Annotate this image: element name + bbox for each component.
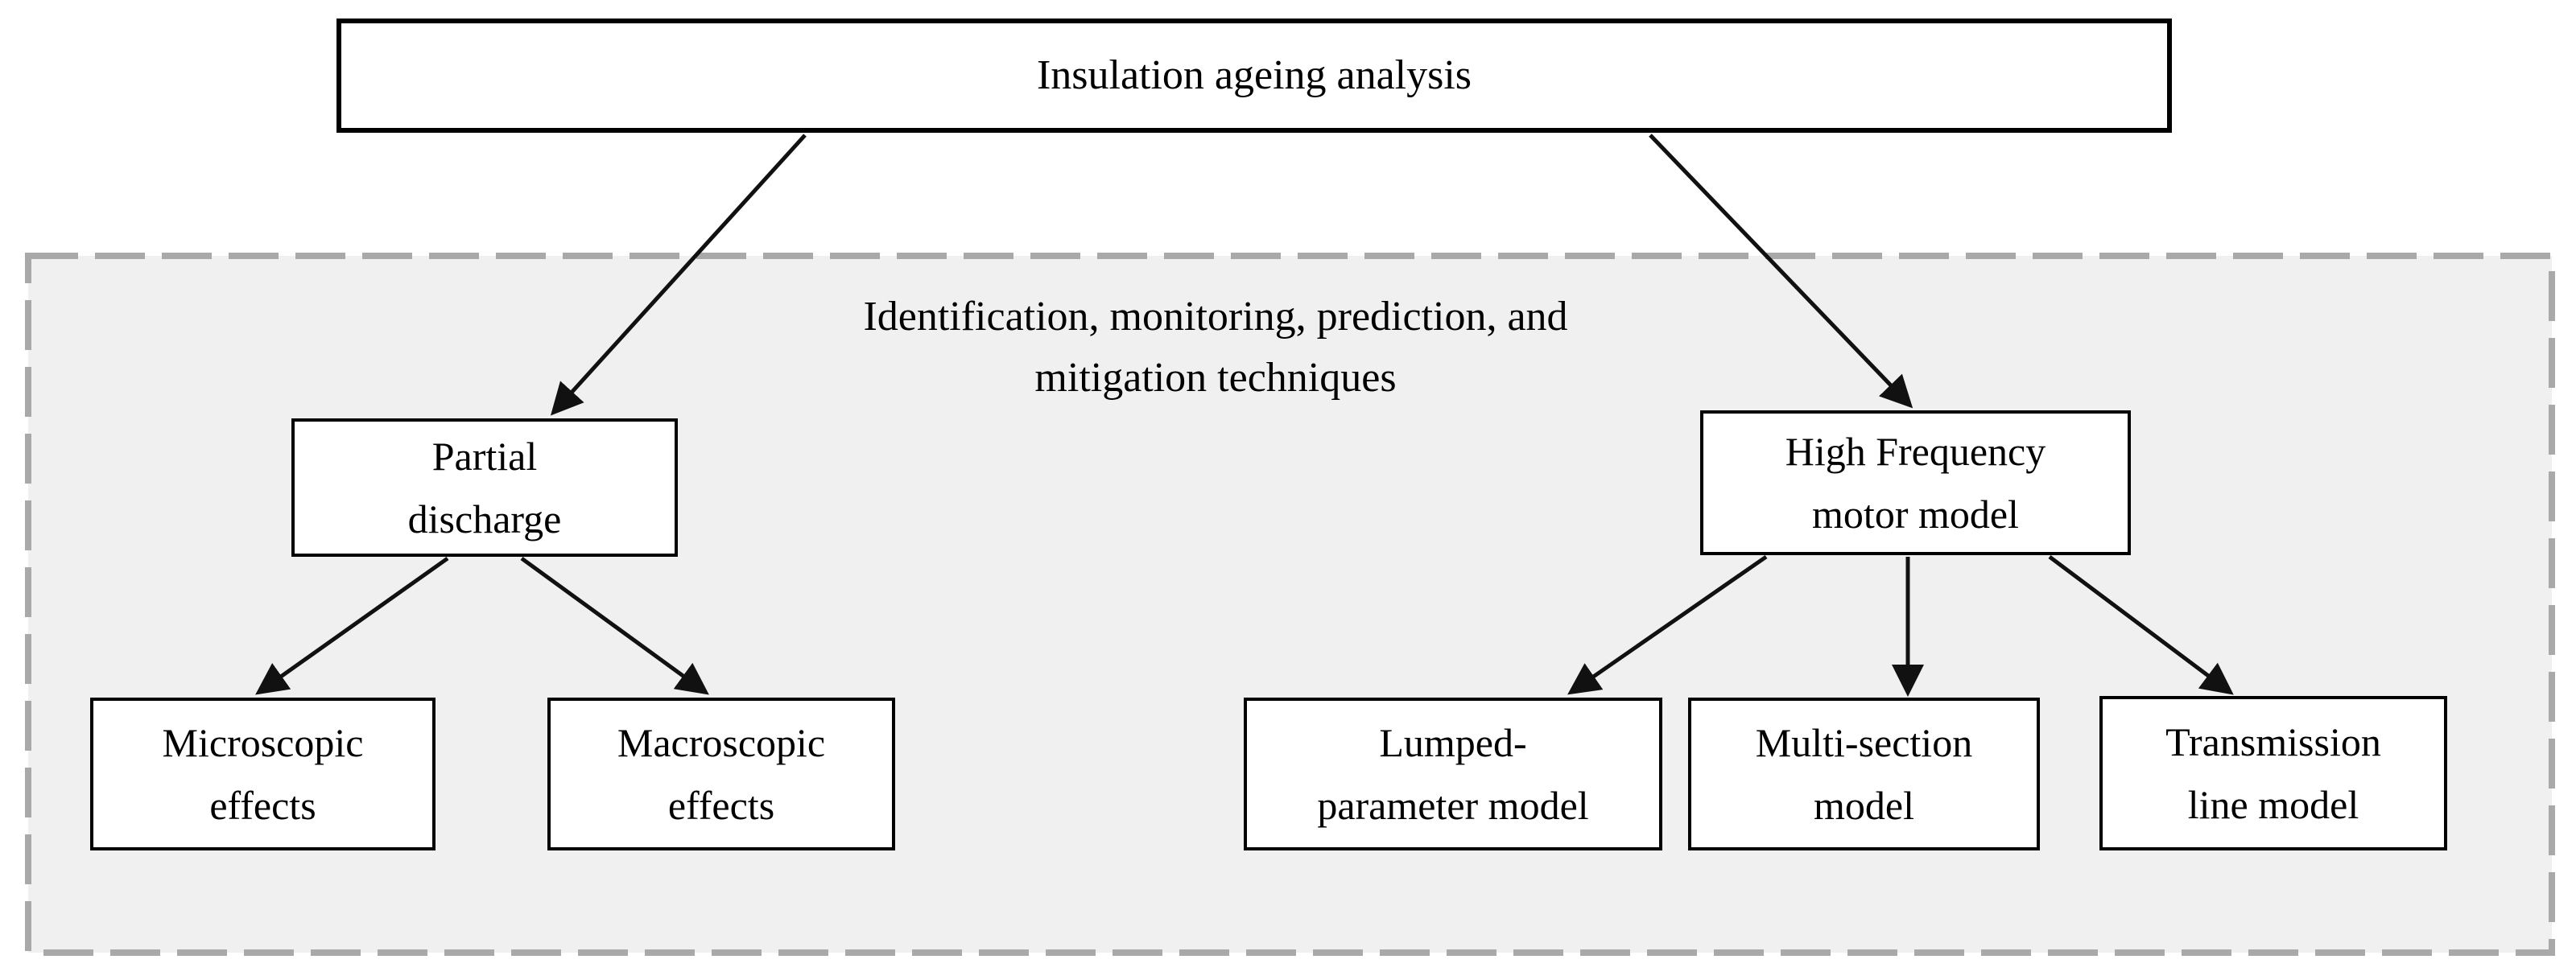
node-high-frequency-motor-model: High Frequency motor model (1700, 410, 2131, 555)
techniques-group-label: Identification, monitoring, prediction, … (863, 294, 1568, 401)
node-label: Multi-section model (1755, 720, 1973, 828)
node-lumped-parameter-model: Lumped- parameter model (1244, 698, 1662, 850)
node-insulation-ageing-analysis: Insulation ageing analysis (336, 19, 2172, 133)
node-label: Macroscopic effects (617, 720, 826, 828)
arrow-hf-to-transmission-line (2048, 555, 2234, 695)
node-label: Partial discharge (407, 434, 562, 541)
node-microscopic-effects: Microscopic effects (90, 698, 436, 850)
node-label: Transmission line model (2165, 719, 2381, 827)
node-label: Lumped- parameter model (1317, 720, 1589, 828)
node-partial-discharge: Partial discharge (291, 418, 678, 557)
arrow-partial-to-microscopic (255, 556, 449, 695)
node-label: Insulation ageing analysis (1036, 52, 1472, 98)
arrow-hf-to-lumped-parameter (1567, 554, 1768, 695)
arrow-partial-to-macroscopic (520, 556, 709, 695)
node-label: High Frequency motor model (1785, 429, 2046, 537)
node-label: Microscopic effects (162, 720, 364, 828)
arrow-title-to-hf-motor-model (1649, 134, 1913, 409)
node-macroscopic-effects: Macroscopic effects (547, 698, 895, 850)
arrow-title-to-partial-discharge (550, 134, 807, 416)
node-multi-section-model: Multi-section model (1688, 698, 2040, 850)
node-transmission-line-model: Transmission line model (2099, 696, 2447, 850)
